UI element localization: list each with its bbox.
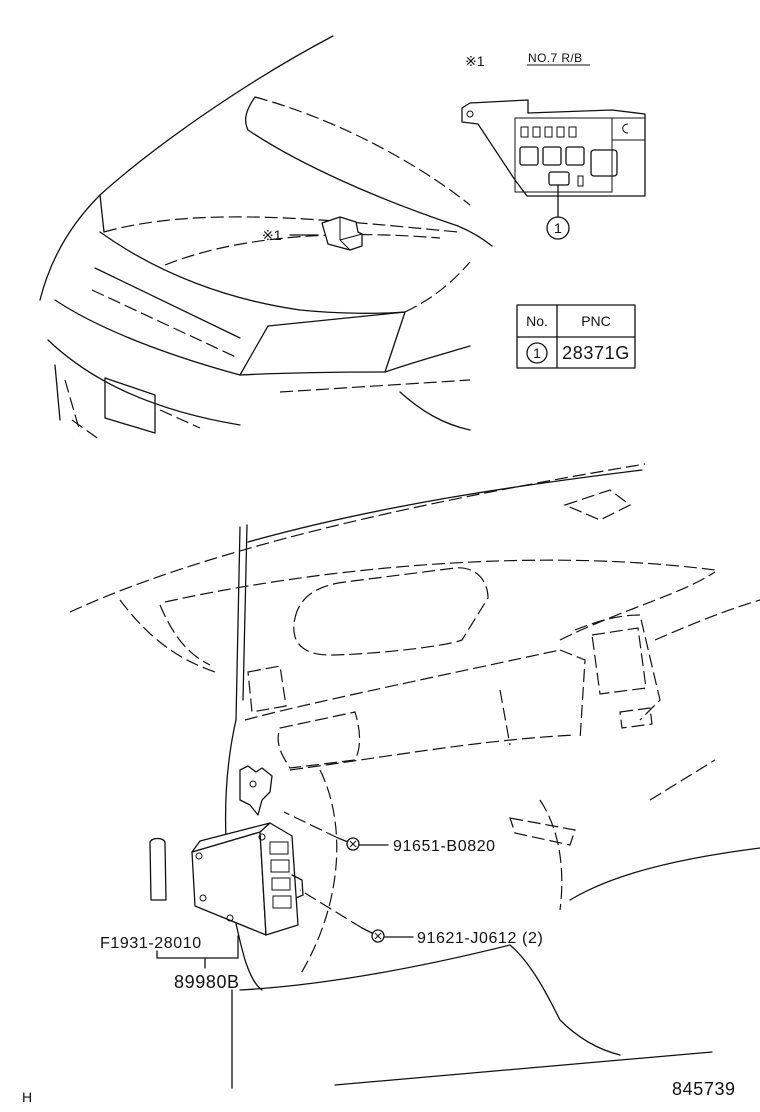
table-header-pnc: PNC: [581, 313, 611, 329]
ecu-module[interactable]: [191, 822, 304, 936]
table-row-pnc[interactable]: 28371G: [562, 343, 630, 363]
parts-table: No. PNC 1 28371G: [516, 304, 636, 369]
vehicle-front-outline: [39, 35, 493, 441]
ecu-leader-bracket: [156, 935, 239, 969]
ecu-cover[interactable]: [149, 837, 167, 901]
callout-1-bubble[interactable]: 1: [546, 184, 570, 240]
table-row-no: 1: [533, 345, 541, 361]
relay-block-label: NO.7 R/B: [528, 51, 583, 65]
cover-part-number[interactable]: F1931-28010: [100, 935, 202, 952]
bolt-lower-part-number[interactable]: 91621-J0612 (2): [417, 930, 543, 947]
bolt-upper: [283, 811, 389, 851]
ecu-part-number[interactable]: 89980B: [174, 972, 240, 992]
callout-ref-top: ※1: [465, 53, 485, 69]
callout-number[interactable]: 1: [554, 220, 562, 236]
section-code: H: [22, 1089, 32, 1105]
bolt-lower: [299, 889, 414, 943]
bolt-upper-part-number[interactable]: 91651-B0820: [393, 838, 496, 855]
relay-location-marker: [289, 216, 363, 251]
callout-ref-hood: ※1: [262, 227, 282, 243]
dashboard-outline: [69, 463, 760, 1089]
illustration-number: 845739: [672, 1079, 736, 1099]
table-header-no: No.: [526, 313, 548, 329]
table-row-no-circle: [526, 342, 548, 364]
ecu-bracket: [239, 765, 273, 816]
relay-block-no7: [461, 99, 646, 197]
